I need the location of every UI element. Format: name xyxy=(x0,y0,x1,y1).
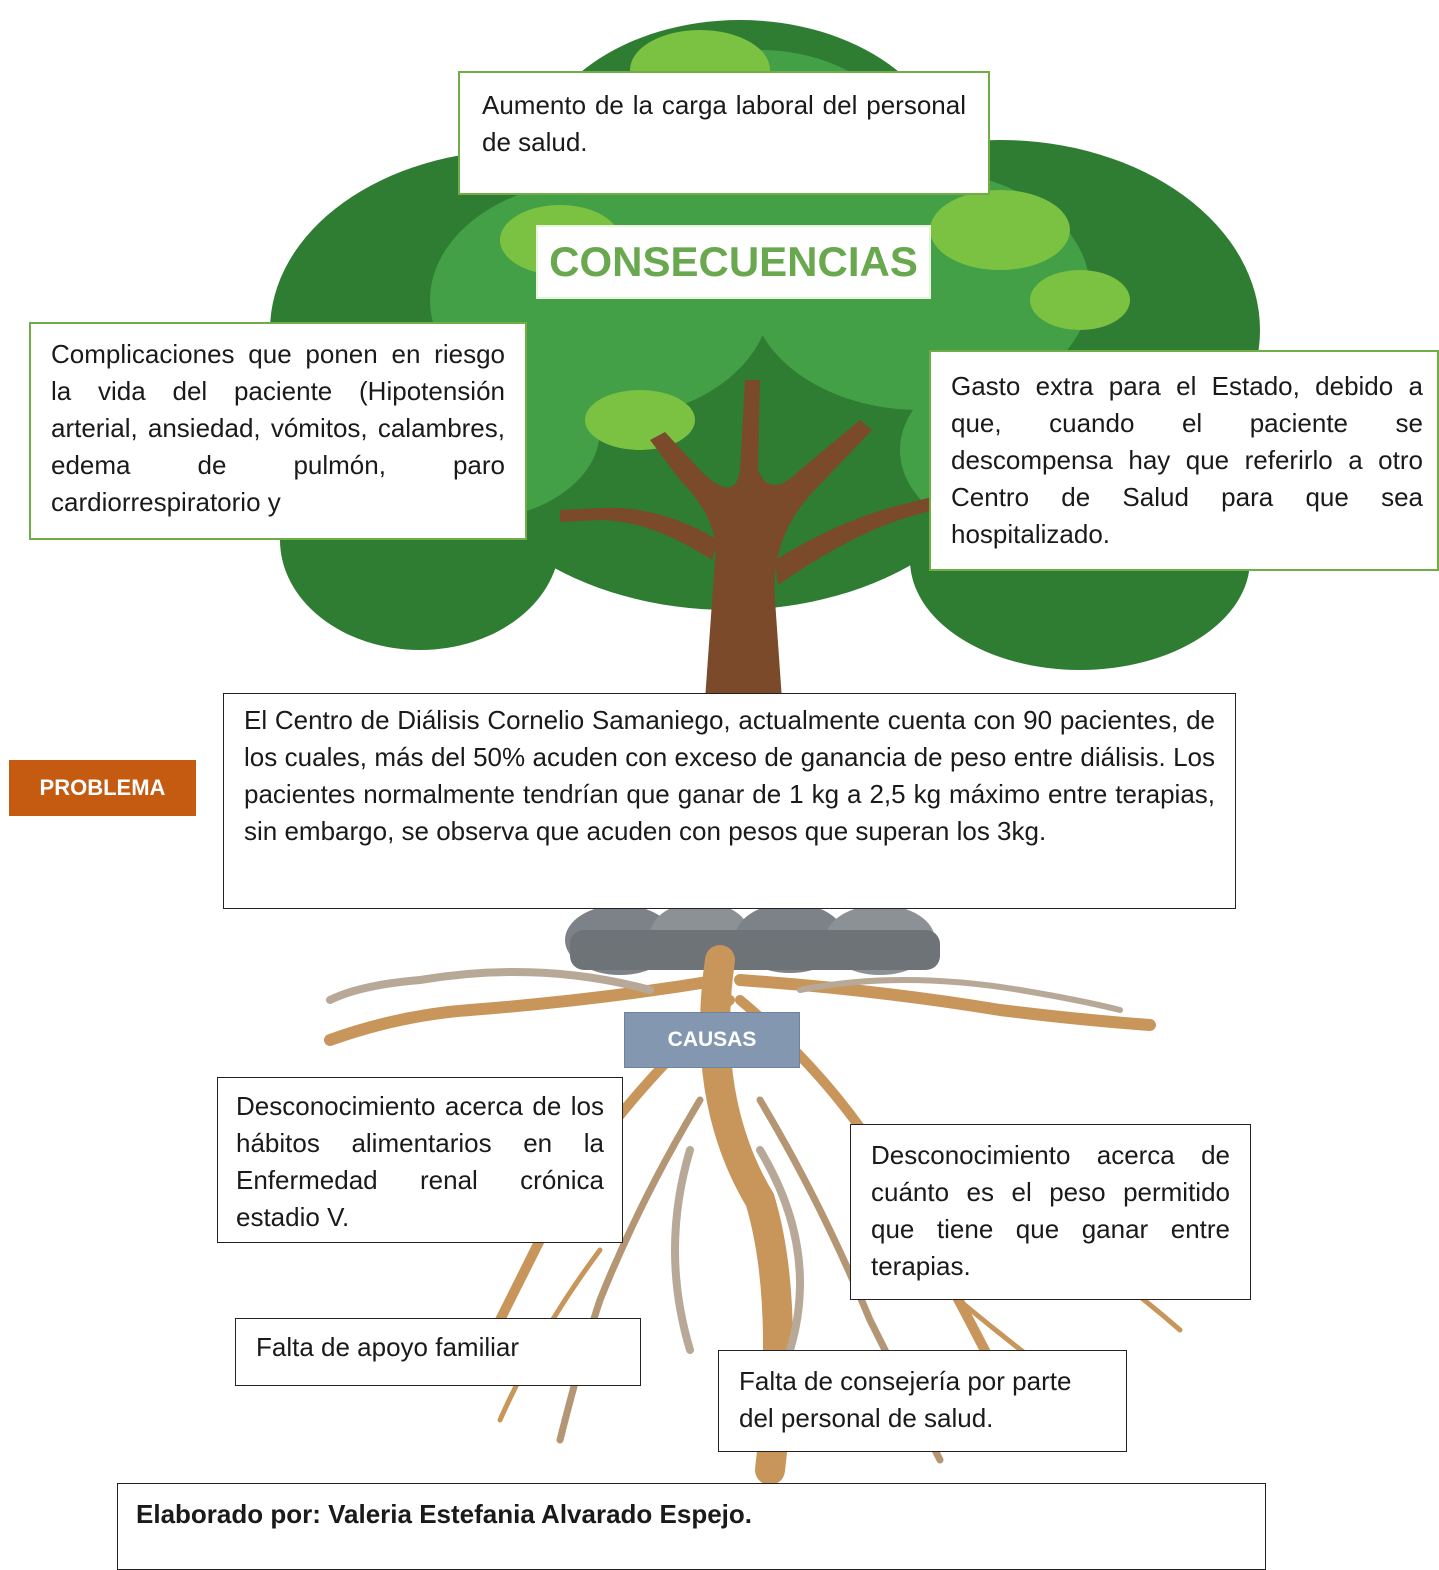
author-credit-text: Elaborado por: Valeria Estefania Alvarad… xyxy=(136,1499,753,1529)
consequence-workload-text: Aumento de la carga laboral del personal… xyxy=(482,90,966,157)
author-credit: Elaborado por: Valeria Estefania Alvarad… xyxy=(117,1483,1266,1570)
cause-dietary-habits: Desconocimiento acerca de los hábitos al… xyxy=(217,1077,623,1243)
consequence-complications-text: Complicaciones que ponen en riesgo la vi… xyxy=(51,339,505,517)
consequence-workload: Aumento de la carga laboral del personal… xyxy=(458,71,990,195)
consequences-heading: CONSECUENCIAS xyxy=(536,225,931,299)
problem-statement-text: El Centro de Diálisis Cornelio Samaniego… xyxy=(244,705,1215,846)
consequence-state-cost-text: Gasto extra para el Estado, debido a que… xyxy=(951,371,1423,549)
tree-trunk xyxy=(560,380,963,700)
cause-counseling-text: Falta de consejería por parte del person… xyxy=(739,1366,1072,1433)
cause-family-support-text: Falta de apoyo familiar xyxy=(256,1332,520,1362)
cause-dietary-habits-text: Desconocimiento acerca de los hábitos al… xyxy=(236,1091,604,1232)
consequence-complications: Complicaciones que ponen en riesgo la vi… xyxy=(29,322,527,540)
rocks xyxy=(565,902,940,975)
cause-allowed-weight-text: Desconocimiento acerca de cuánto es el p… xyxy=(871,1140,1230,1281)
consequence-state-cost: Gasto extra para el Estado, debido a que… xyxy=(929,350,1439,571)
cause-counseling: Falta de consejería por parte del person… xyxy=(718,1350,1127,1452)
problem-label: PROBLEMA xyxy=(9,760,196,816)
problem-statement: El Centro de Diálisis Cornelio Samaniego… xyxy=(223,693,1236,909)
cause-allowed-weight: Desconocimiento acerca de cuánto es el p… xyxy=(850,1124,1251,1300)
causes-label: CAUSAS xyxy=(624,1012,800,1068)
cause-family-support: Falta de apoyo familiar xyxy=(235,1318,641,1386)
